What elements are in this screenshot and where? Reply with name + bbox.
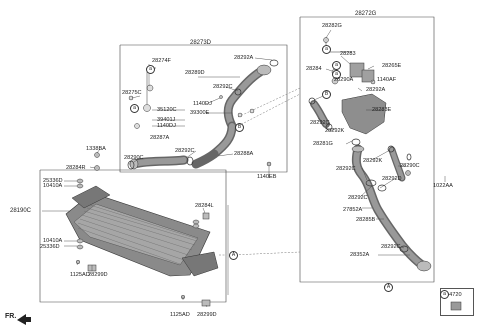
intercooler-core (65, 185, 219, 277)
group-box-left (39, 169, 227, 303)
part-label-28292C-r4: 28292C (381, 244, 401, 250)
part-label-1140DJ-b: 1140DJ (157, 123, 176, 129)
part-label-28282G: 28282G (322, 23, 342, 29)
front-arrow-icon (17, 314, 31, 325)
part-label-28292D: 28292D (382, 176, 402, 182)
part-label-1022AA: 1022AA (433, 183, 453, 189)
callout-B-r: B (322, 90, 331, 99)
callout-A-left: A (229, 251, 238, 260)
hose-clamps (127, 59, 412, 253)
middle-pipes (129, 64, 272, 170)
callout-a-r1: a (322, 45, 331, 54)
part-label-28292A-r: 28292A (366, 87, 386, 93)
part-label-28292C-mid2: 28292C (175, 148, 195, 154)
part-label-1140AF: 1140AF (377, 77, 397, 83)
left-hardware (75, 95, 411, 307)
group-label-28190C: 28190C (10, 208, 32, 214)
leader-lines (42, 29, 446, 308)
part-label-28275C: 28275C (122, 90, 142, 96)
part-label-28290C-mid: 28290C (124, 155, 144, 161)
part-label-28352A: 28352A (350, 252, 370, 258)
part-label-28285B: 28285B (356, 217, 376, 223)
part-label-10410A-top: 10410A (43, 183, 63, 189)
part-label-35120C: 35120C (157, 107, 177, 113)
part-label-28284-r: 28284 (306, 66, 322, 72)
part-label-1140EB: 1140EB (257, 174, 277, 180)
right-pipes (310, 100, 432, 272)
group-box-right (299, 16, 435, 283)
part-label-1125AD-b: 1125AD (170, 312, 190, 318)
part-label-28299D-a: 28299D (88, 272, 108, 278)
part-label-28290A: 28290A (334, 77, 354, 83)
part-label-28292C-r2: 28292C (336, 166, 356, 172)
group-box-middle (119, 44, 288, 173)
part-label-28288A: 28288A (234, 151, 254, 157)
throttle-body-assembly (323, 37, 387, 135)
part-label-28290C-r: 28290C (400, 163, 420, 169)
part-label-25336D-bot: 25336D (40, 244, 60, 250)
part-label-28281G: 28281G (313, 141, 333, 147)
legend-box (440, 288, 474, 316)
part-label-28284L: 28284L (195, 203, 214, 209)
part-label-1338BA: 1338BA (86, 146, 106, 152)
part-label-28299D-b: 28299D (197, 312, 217, 318)
part-label-28274F: 28274F (152, 58, 171, 64)
part-label-10410A-bot: 10410A (43, 238, 63, 244)
part-label-1140DJ-a: 1140DJ (193, 101, 212, 107)
callout-a-r2: a (332, 61, 341, 70)
callout-a-mid1: a (146, 65, 155, 74)
part-label-28283: 28283 (340, 51, 356, 57)
callout-a-legend: a (440, 290, 449, 299)
part-label-28292K-a: 28292K (325, 128, 345, 134)
part-label-14720: 14720 (446, 292, 462, 298)
part-label-27852A: 27852A (343, 207, 363, 213)
part-label-28292C-r3: 28292C (348, 195, 368, 201)
part-label-28265E: 28265E (382, 63, 402, 69)
callout-a-mid2: a (130, 104, 139, 113)
part-label-39300E: 39300E (190, 110, 210, 116)
group-label-28273D: 28273D (190, 40, 212, 46)
part-label-28292C-mid1: 28292C (213, 84, 233, 90)
callout-a-r3: a (332, 70, 341, 79)
callout-A-right: A (384, 283, 393, 292)
dashed-guides (219, 87, 301, 256)
part-label-39401J: 39401J (157, 117, 176, 123)
middle-sensors (128, 67, 255, 129)
part-label-28287A: 28287A (150, 135, 170, 141)
part-label-25336D-top: 25336D (43, 178, 63, 184)
part-label-28289D: 28289D (185, 70, 205, 76)
part-label-28292C-r1: 28292C (310, 120, 330, 126)
part-label-28292K-b: 28292K (363, 158, 383, 164)
front-direction-label: FR. (5, 313, 17, 320)
part-label-28283E: 28283E (372, 107, 392, 113)
group-label-28272G: 28272G (355, 11, 377, 17)
callout-B-mid: B (235, 123, 244, 132)
part-label-1125AD-a: 1125AD (70, 272, 90, 278)
part-label-28284R: 28284R (66, 165, 86, 171)
part-label-28292A-mid: 28292A (234, 55, 254, 61)
bolt-icon (450, 301, 462, 311)
